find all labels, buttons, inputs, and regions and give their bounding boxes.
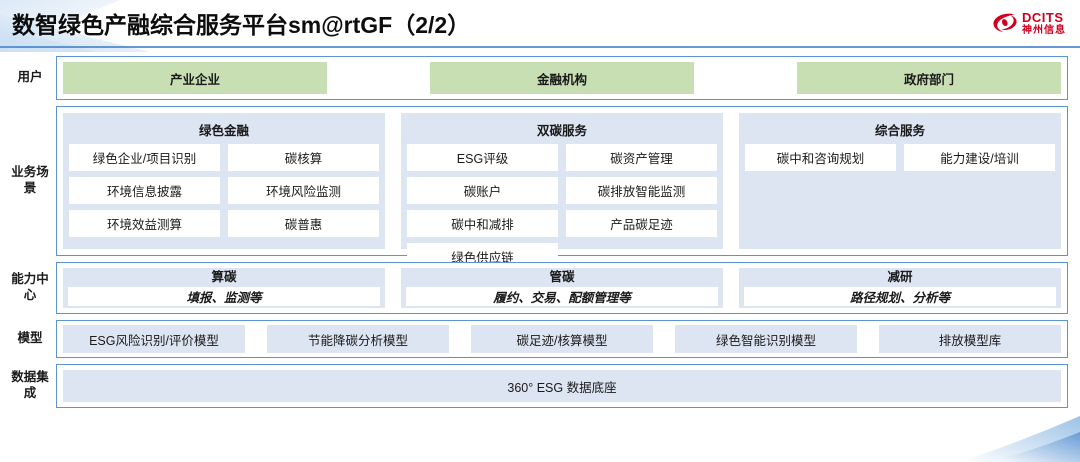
page-title: 数智绿色产融综合服务平台sm@rtGF（2/2） <box>12 12 471 38</box>
row-label-model: 模型 <box>17 331 43 346</box>
capability-subtitle: 路径规划、分析等 <box>744 287 1056 306</box>
row-business-scenario-content: 绿色金融 绿色企业/项目识别 碳核算 环境信息披露 环境风险监测 环境效益测算 … <box>56 106 1068 270</box>
capability-title: 减研 <box>887 270 913 284</box>
panel-title-green-finance: 绿色金融 <box>198 124 249 138</box>
scenario-item[interactable]: 碳核算 <box>228 144 379 171</box>
capability-title: 算碳 <box>211 270 237 284</box>
panel-grid-green-finance: 绿色企业/项目识别 碳核算 环境信息披露 环境风险监测 环境效益测算 碳普惠 <box>69 144 379 237</box>
logo-text-cn: 神州信息 <box>1022 24 1066 36</box>
scenario-item[interactable]: 碳排放智能监测 <box>566 177 717 204</box>
model-chip[interactable]: 绿色智能识别模型 <box>675 325 857 353</box>
brand-logo: DCITS 神州信息 <box>992 11 1066 36</box>
scenario-item[interactable]: 绿色企业/项目识别 <box>69 144 220 171</box>
panel-title-dual-carbon-service: 双碳服务 <box>536 124 587 138</box>
row-model: 模型 ESG风险识别/评价模型 节能降碳分析模型 碳足迹/核算模型 绿色智能识别… <box>4 320 1068 358</box>
model-chip[interactable]: 节能降碳分析模型 <box>267 325 449 353</box>
scenario-item[interactable]: ESG评级 <box>407 144 558 171</box>
panel-title-comprehensive-service: 综合服务 <box>874 124 925 138</box>
row-label-data-integration: 数据集成 <box>11 370 49 400</box>
capability-subtitle: 履约、交易、配额管理等 <box>406 287 718 306</box>
user-chip-financial[interactable]: 金融机构 <box>430 62 694 94</box>
row-label-user: 用户 <box>17 70 43 85</box>
scenario-item[interactable]: 环境效益测算 <box>69 210 220 237</box>
model-chip[interactable]: 碳足迹/核算模型 <box>471 325 653 353</box>
header-divider <box>0 46 1080 48</box>
capability-title: 管碳 <box>549 270 575 284</box>
architecture-diagram: 用户 产业企业 金融机构 政府部门 业务场景 绿色金融 绿色企业/项目识别 碳核… <box>0 48 1080 414</box>
logo-text-en: DCITS <box>1022 9 1064 25</box>
row-user-content: 产业企业 金融机构 政府部门 <box>56 56 1068 100</box>
row-business-scenario: 业务场景 绿色金融 绿色企业/项目识别 碳核算 环境信息披露 环境风险监测 环境… <box>4 106 1068 270</box>
row-label-business-scenario: 业务场景 <box>11 165 49 195</box>
scenario-item[interactable]: 碳中和减排 <box>407 210 558 237</box>
capability-carbon-accounting[interactable]: 算碳 填报、监测等 <box>63 268 385 308</box>
row-model-content: ESG风险识别/评价模型 节能降碳分析模型 碳足迹/核算模型 绿色智能识别模型 … <box>56 320 1068 358</box>
row-user: 用户 产业企业 金融机构 政府部门 <box>4 56 1068 100</box>
scenario-item[interactable]: 碳中和咨询规划 <box>745 144 896 171</box>
scenario-item[interactable]: 碳资产管理 <box>566 144 717 171</box>
scenario-item[interactable]: 碳普惠 <box>228 210 379 237</box>
panel-dual-carbon-service: 双碳服务 ESG评级 碳资产管理 碳账户 碳排放智能监测 碳中和减排 产品碳足迹… <box>401 113 723 270</box>
scenario-item[interactable]: 能力建设/培训 <box>904 144 1055 171</box>
row-capability-center: 能力中心 算碳 填报、监测等 管碳 履约、交易、配额管理等 减研 路径规划、分析… <box>4 262 1068 314</box>
panel-green-finance: 绿色金融 绿色企业/项目识别 碳核算 环境信息披露 环境风险监测 环境效益测算 … <box>63 113 385 249</box>
capability-carbon-management[interactable]: 管碳 履约、交易、配额管理等 <box>401 268 723 308</box>
model-chip[interactable]: 排放模型库 <box>879 325 1061 353</box>
scenario-item[interactable]: 碳账户 <box>407 177 558 204</box>
scenario-item[interactable]: 产品碳足迹 <box>566 210 717 237</box>
data-foundation-bar[interactable]: 360° ESG 数据底座 <box>63 370 1061 402</box>
scenario-item[interactable]: 环境风险监测 <box>228 177 379 204</box>
page-header: 数智绿色产融综合服务平台sm@rtGF（2/2） DCITS 神州信息 <box>0 0 1080 46</box>
bottom-right-decoration <box>950 416 1080 462</box>
row-label-capability-center: 能力中心 <box>11 272 49 302</box>
user-chip-government[interactable]: 政府部门 <box>797 62 1061 94</box>
row-data-integration: 数据集成 360° ESG 数据底座 <box>4 364 1068 408</box>
row-capability-center-content: 算碳 填报、监测等 管碳 履约、交易、配额管理等 减研 路径规划、分析等 <box>56 262 1068 314</box>
row-data-integration-content: 360° ESG 数据底座 <box>56 364 1068 408</box>
capability-reduction-research[interactable]: 减研 路径规划、分析等 <box>739 268 1061 308</box>
user-chip-industry[interactable]: 产业企业 <box>63 62 327 94</box>
panel-grid-dual-carbon-service: ESG评级 碳资产管理 碳账户 碳排放智能监测 碳中和减排 产品碳足迹 绿色供应… <box>407 144 717 270</box>
dcits-swoosh-icon <box>992 12 1018 34</box>
panel-comprehensive-service: 综合服务 碳中和咨询规划 能力建设/培训 <box>739 113 1061 249</box>
model-chip[interactable]: ESG风险识别/评价模型 <box>63 325 245 353</box>
panel-grid-comprehensive-service: 碳中和咨询规划 能力建设/培训 <box>745 144 1055 171</box>
capability-subtitle: 填报、监测等 <box>68 287 380 306</box>
scenario-item[interactable]: 环境信息披露 <box>69 177 220 204</box>
